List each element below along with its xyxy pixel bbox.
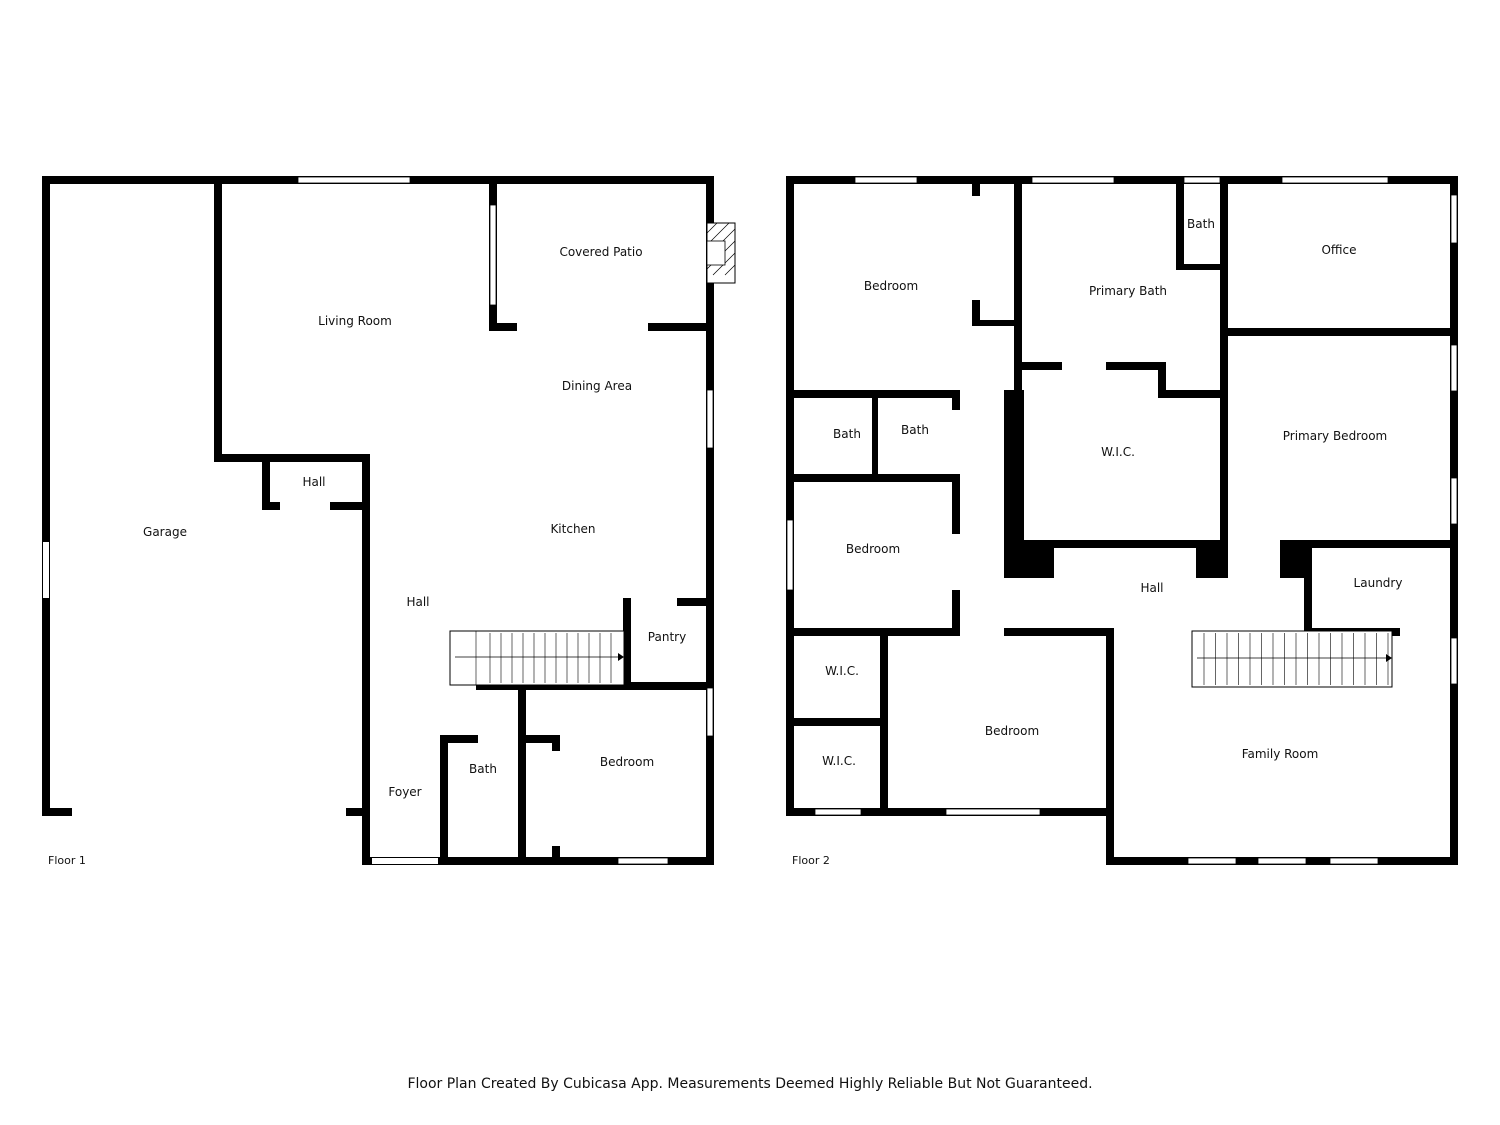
- floor-1-plan: [42, 176, 736, 865]
- floor-1-labels: Garage Living Room Covered Patio Dining …: [143, 245, 686, 799]
- room-label-dining-area: Dining Area: [562, 379, 632, 393]
- floor-2-plan: [786, 176, 1458, 865]
- room-label-living-room: Living Room: [318, 314, 392, 328]
- room-label-garage: Garage: [143, 525, 187, 539]
- floor-2-label: Floor 2: [792, 854, 830, 867]
- room-label-laundry: Laundry: [1354, 576, 1403, 590]
- room-label-bath-left: Bath: [833, 427, 861, 441]
- room-label-hall-small: Hall: [302, 475, 325, 489]
- room-label-bedroom-2: Bedroom: [846, 542, 900, 556]
- room-label-office: Office: [1321, 243, 1356, 257]
- room-label-covered-patio: Covered Patio: [559, 245, 642, 259]
- room-label-pantry: Pantry: [648, 630, 686, 644]
- room-label-wic-1: W.I.C.: [825, 664, 859, 678]
- room-label-hall: Hall: [1140, 581, 1163, 595]
- room-label-wic-primary: W.I.C.: [1101, 445, 1135, 459]
- room-label-primary-bedroom: Primary Bedroom: [1283, 429, 1387, 443]
- room-label-bath-top: Bath: [1187, 217, 1215, 231]
- room-label-foyer: Foyer: [388, 785, 421, 799]
- room-label-primary-bath: Primary Bath: [1089, 284, 1167, 298]
- floor-2-labels: Bedroom Primary Bath Bath Office Bath Ba…: [822, 217, 1402, 768]
- room-label-bedroom-3: Bedroom: [985, 724, 1039, 738]
- room-label-family-room: Family Room: [1242, 747, 1319, 761]
- room-label-wic-2: W.I.C.: [822, 754, 856, 768]
- room-label-bath-right: Bath: [901, 423, 929, 437]
- room-label-bedroom-1: Bedroom: [864, 279, 918, 293]
- room-label-hall: Hall: [406, 595, 429, 609]
- disclaimer-footer: Floor Plan Created By Cubicasa App. Meas…: [407, 1076, 1093, 1092]
- floor-1-label: Floor 1: [48, 854, 86, 867]
- room-label-bath: Bath: [469, 762, 497, 776]
- room-label-bedroom: Bedroom: [600, 755, 654, 769]
- room-label-kitchen: Kitchen: [550, 522, 595, 536]
